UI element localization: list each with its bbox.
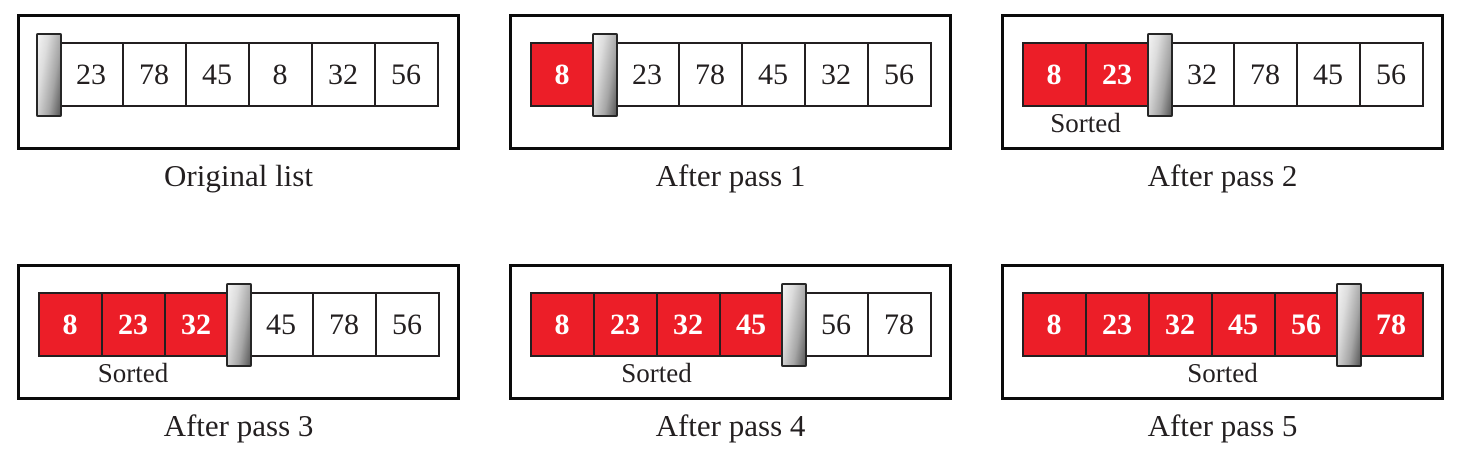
cell-78: 78 (121, 42, 187, 107)
cell-45: 45 (1295, 42, 1361, 107)
cell-56: 56 (374, 292, 440, 357)
sorted-cell-78: 78 (1358, 292, 1424, 357)
panel-caption: After pass 3 (163, 408, 314, 443)
marker-bar (1146, 32, 1173, 117)
marker-bar (1335, 282, 1362, 367)
cell-45: 45 (248, 292, 314, 357)
cell-23: 23 (614, 42, 680, 107)
sorted-label-row: Sorted (530, 357, 932, 390)
panel-caption: After pass 4 (655, 408, 806, 443)
panel-caption: After pass 1 (655, 158, 806, 193)
panel-caption: Original list (164, 158, 313, 193)
sorted-cell-8: 8 (529, 292, 595, 357)
sorted-cell-45: 45 (718, 292, 784, 357)
cell-78: 78 (866, 292, 932, 357)
cell-56: 56 (373, 42, 439, 107)
sorted-cell-8: 8 (37, 292, 103, 357)
sorted-label: Sorted (1050, 108, 1121, 138)
marker-bar (591, 32, 618, 117)
panel-caption: After pass 5 (1147, 408, 1298, 443)
sorted-cell-32: 32 (163, 292, 229, 357)
cell-32: 32 (803, 42, 869, 107)
cell-45: 45 (740, 42, 806, 107)
sorted-label-row: Sorted (38, 357, 440, 390)
sorted-cell-32: 32 (1147, 292, 1213, 357)
cell-32: 32 (310, 42, 376, 107)
sorted-cell-23: 23 (592, 292, 658, 357)
sorted-cell-45: 45 (1210, 292, 1276, 357)
cell-8: 8 (247, 42, 313, 107)
marker-bar (780, 282, 807, 367)
cell-78: 78 (677, 42, 743, 107)
sorted-cell-8: 8 (1021, 292, 1087, 357)
sorted-label-row: Sorted (1022, 107, 1424, 140)
sorted-cell-8: 8 (1021, 42, 1087, 107)
sorted-cell-32: 32 (655, 292, 721, 357)
panel-caption: After pass 2 (1147, 158, 1298, 193)
sorted-cell-56: 56 (1273, 292, 1339, 357)
sorted-cell-23: 23 (1084, 42, 1150, 107)
cell-32: 32 (1169, 42, 1235, 107)
sorted-cell-8: 8 (529, 42, 595, 107)
cell-23: 23 (58, 42, 124, 107)
sorted-label: Sorted (97, 358, 169, 388)
sorted-cell-23: 23 (1084, 292, 1150, 357)
cell-45: 45 (184, 42, 250, 107)
sorted-cell-23: 23 (100, 292, 166, 357)
cell-78: 78 (1232, 42, 1298, 107)
cell-56: 56 (1358, 42, 1424, 107)
sorted-label: Sorted (621, 358, 692, 388)
cell-56: 56 (866, 42, 932, 107)
cell-78: 78 (311, 292, 377, 357)
cell-56: 56 (803, 292, 869, 357)
marker-bar (225, 282, 252, 367)
marker-bar (35, 32, 62, 117)
sorted-label: Sorted (1187, 358, 1258, 388)
sorted-label-row: Sorted (1022, 357, 1424, 390)
